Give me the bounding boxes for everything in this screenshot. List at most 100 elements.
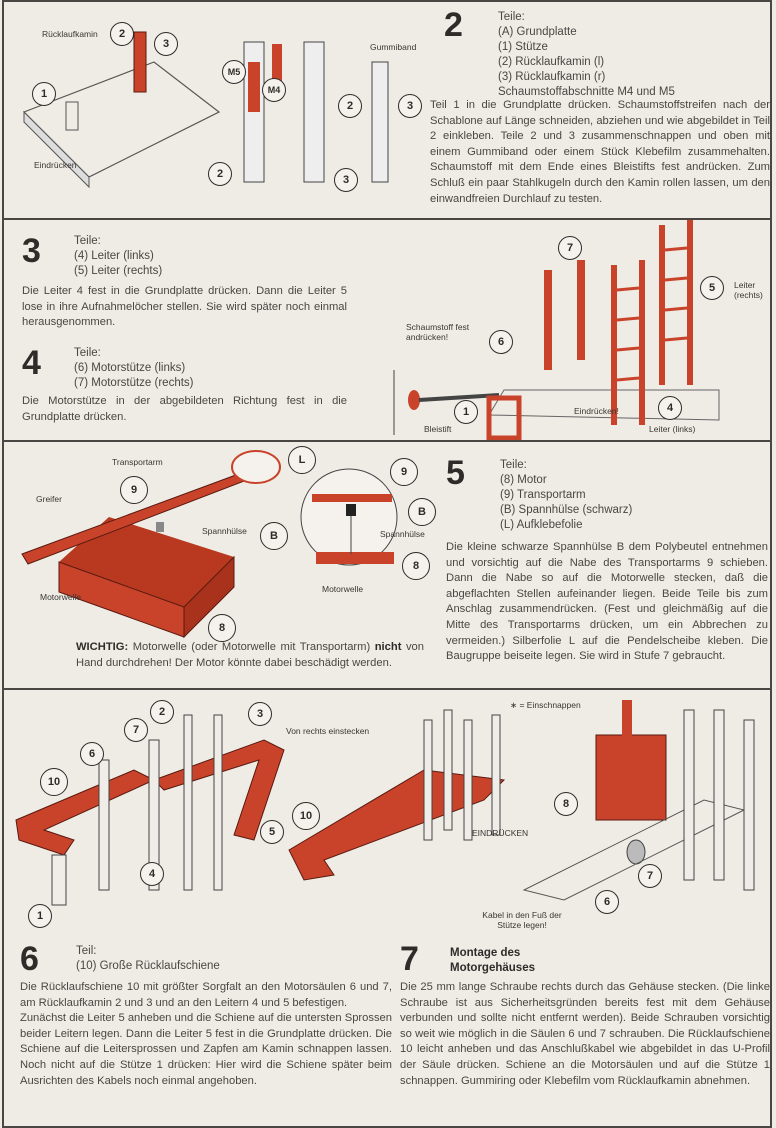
part-item: (B) Spannhülse (schwarz) [500,504,633,516]
parts-list: Teile: (6) Motorstütze (links) (7) Motor… [74,346,194,391]
label-leiter-rechts: Leiter (rechts) [734,280,763,300]
instructions: Die Leiter 4 fest in die Grundplatte drü… [22,285,347,329]
step-2-section: Rücklaufkamin Eindrücken Gummiband 2 3 1… [2,0,772,220]
part-item: (1) Stütze [498,41,548,53]
label-ruecklaufkamin: Rücklaufkamin [42,29,98,39]
label-gummiband: Gummiband [370,42,417,52]
step-number: 4 [22,344,41,382]
part-item: (6) Motorstütze (links) [74,362,186,374]
callout-6: 6 [489,330,513,354]
parts-heading: Teile: [500,459,527,471]
instructions-paragraph: Zunächst die Leiter 5 anheben und die Sc… [20,1012,392,1087]
label-motorwelle: Motorwelle [322,584,364,594]
step-2-illustration [22,31,389,189]
callout-3: 3 [248,702,272,726]
callout-m5: M5 [222,60,246,84]
step-5-section: Transportarm Greifer Spannhülse Spannhül… [2,440,772,690]
step-3-4-section: 3 Teile: (4) Leiter (links) (5) Leiter (… [2,218,772,442]
step-6-7-illustration [15,700,755,906]
callout-8: 8 [402,552,430,580]
callout-2: 2 [208,162,232,186]
callout-l: L [288,446,316,474]
callout-1: 1 [32,82,56,106]
callout-3: 3 [398,94,422,118]
label-transportarm: Transportarm [112,457,163,467]
warning-text: Motorwelle (oder Motorwelle mit Transpor… [128,641,375,653]
instructions: Die kleine schwarze Spannhülse B dem Pol… [446,541,768,663]
parts-heading: Teile: [74,235,101,247]
step-number: 3 [22,232,41,270]
parts-heading: Teil: [76,945,97,957]
warning-emphasis: nicht [374,641,402,653]
step-3-4-illustration [393,220,720,441]
parts-list: Teile: (A) Grundplatte (1) Stütze (2) Rü… [498,10,675,100]
title-line: Motorgehäuses [450,962,535,974]
callout-b: B [260,522,288,550]
label-motorwelle: Motorwelle [40,592,82,602]
callout-2: 2 [338,94,362,118]
instructions: Die Motorstütze in der abgebildeten Rich… [22,395,347,423]
callout-10: 10 [292,802,320,830]
instructions: Teil 1 in die Grundplatte drücken. Schau… [430,99,770,205]
callout-3: 3 [334,168,358,192]
label-bleistift: Bleistift [424,424,452,434]
callout-9: 9 [390,458,418,486]
instructions: Die Rücklaufschiene 10 mit größter Sorgf… [20,980,392,1089]
part-item: Schaumstoffabschnitte M4 und M5 [498,86,675,98]
part-item: (3) Rücklaufkamin (r) [498,71,606,83]
step-title: Montage des Motorgehäuses [450,946,535,976]
callout-8: 8 [208,614,236,642]
label-spannhuelse: Spannhülse [202,526,247,536]
callout-5: 5 [700,276,724,300]
warning-text: von Hand durchdrehen! Der Motor könnte d… [76,641,424,669]
callout-7: 7 [124,718,148,742]
step-number: 2 [444,6,463,44]
callout-4: 4 [658,396,682,420]
callout-b: B [408,498,436,526]
label-einschnappen: ∗ = Einschnappen [510,700,581,710]
part-item: (5) Leiter (rechts) [74,265,163,277]
part-item: (A) Grundplatte [498,26,577,38]
label-von-rechts: Von rechts einstecken [286,726,370,736]
callout-5: 5 [260,820,284,844]
label-kabel: Kabel in den Fuß der Stütze legen! [482,910,562,930]
callout-3: 3 [154,32,178,56]
callout-9: 9 [120,476,148,504]
part-item: (L) Aufklebefolie [500,519,583,531]
parts-heading: Teile: [74,347,101,359]
callout-7: 7 [558,236,582,260]
parts-list: Teile: (4) Leiter (links) (5) Leiter (re… [74,234,162,279]
callout-4: 4 [140,862,164,886]
step-5-illustration [21,450,398,639]
parts-list: Teil: (10) Große Rücklaufschiene [76,944,220,974]
label-spannhuelse: Spannhülse [380,529,425,539]
part-item: (7) Motorstütze (rechts) [74,377,194,389]
label-eindruecken: Eindrücken! [574,406,619,416]
callout-8: 8 [554,792,578,816]
callout-10: 10 [40,768,68,796]
title-line: Montage des [450,947,521,959]
callout-m4: M4 [262,78,286,102]
callout-6: 6 [80,742,104,766]
instructions-paragraph: Die Rücklaufschiene 10 mit größter Sorgf… [20,981,392,1009]
label-schaumstoff: Schaumstoff fest andrücken! [406,322,470,342]
label-eindruecken: Eindrücken [34,160,77,170]
callout-1: 1 [454,400,478,424]
part-item: (9) Transportarm [500,489,586,501]
step-number: 7 [400,940,419,978]
step-number: 6 [20,940,39,978]
step-6-7-section: ∗ = Einschnappen Von rechts einstecken E… [2,688,772,1128]
label-eindruecken: EINDRÜCKEN [472,828,529,838]
warning-label: WICHTIG: [76,641,129,653]
label-greifer: Greifer [36,494,62,504]
part-item: (10) Große Rücklaufschiene [76,960,220,972]
parts-list: Teile: (8) Motor (9) Transportarm (B) Sp… [500,458,632,533]
label-leiter-links: Leiter (links) [649,424,696,434]
parts-heading: Teile: [498,11,525,23]
callout-2: 2 [150,700,174,724]
instructions: Die 25 mm lange Schraube rechts durch da… [400,981,770,1087]
warning-note: WICHTIG: Motorwelle (oder Motorwelle mit… [76,640,424,671]
callout-1: 1 [28,904,52,928]
part-item: (8) Motor [500,474,547,486]
part-item: (2) Rücklaufkamin (l) [498,56,605,68]
